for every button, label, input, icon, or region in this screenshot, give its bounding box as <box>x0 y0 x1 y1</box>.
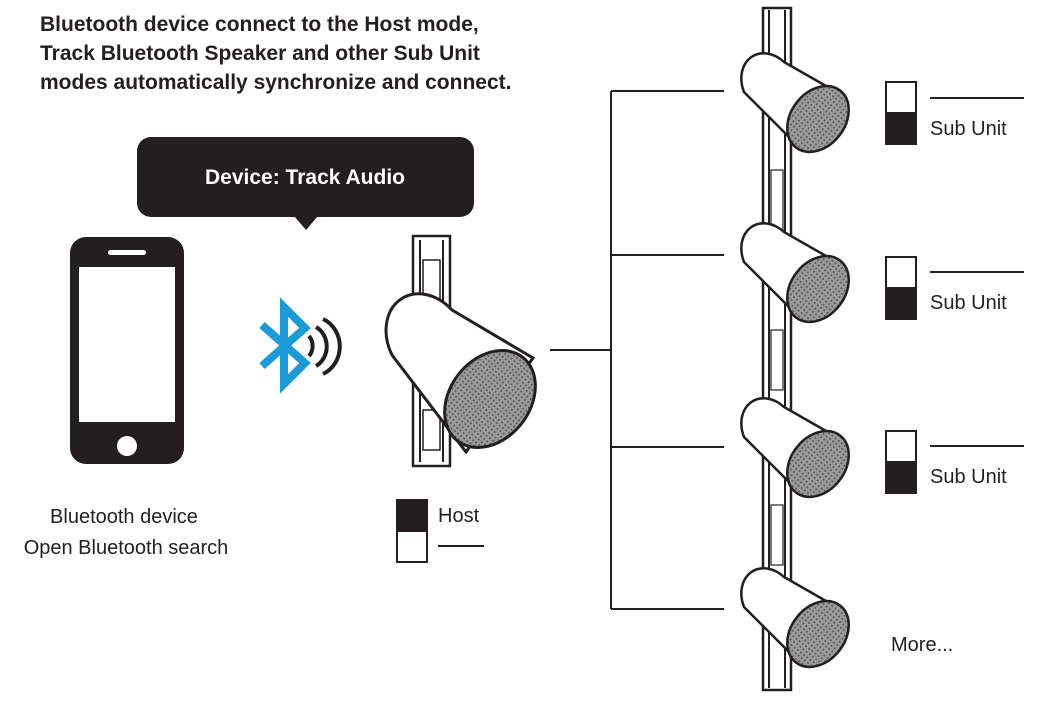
header-line-2: Track Bluetooth Speaker and other Sub Un… <box>40 42 480 65</box>
sub-unit-3: Sub Unit <box>885 430 1024 494</box>
host-speaker-icon <box>384 292 537 455</box>
sub-unit-2: Sub Unit <box>885 256 1024 320</box>
bluetooth-icon <box>259 297 311 394</box>
phone-caption-2: Open Bluetooth search <box>24 537 229 559</box>
host-switch-label: Host <box>438 505 480 527</box>
dip-switch-icon <box>885 430 917 463</box>
phone-caption-1: Bluetooth device <box>50 506 198 528</box>
sub-unit-label-1: Sub Unit <box>930 118 1007 140</box>
host-dip-switch-icon <box>396 499 428 563</box>
device-callout: Device: Track Audio <box>137 137 474 230</box>
sub-unit-1: Sub Unit <box>885 81 1024 145</box>
sub-unit-speaker-icon-4 <box>740 567 863 681</box>
more-label: More... <box>891 634 953 656</box>
sub-unit-speaker-icon-2 <box>740 222 863 336</box>
sub-unit-speaker-icon-1 <box>740 52 863 166</box>
sub-unit-label-2: Sub Unit <box>930 292 1007 314</box>
header: Bluetooth device connect to the Host mod… <box>40 13 511 94</box>
sub-unit-label-3: Sub Unit <box>930 466 1007 488</box>
dip-switch-icon <box>885 256 917 289</box>
signal-waves-icon <box>307 317 342 376</box>
branch-connectors <box>550 90 724 610</box>
callout-label: Device: Track Audio <box>205 166 405 189</box>
header-line-3: modes automatically synchronize and conn… <box>40 71 511 94</box>
header-line-1: Bluetooth device connect to the Host mod… <box>40 13 479 36</box>
sub-unit-speaker-icon-3 <box>740 397 863 511</box>
dip-switch-icon <box>885 81 917 114</box>
smartphone-icon <box>70 237 184 464</box>
